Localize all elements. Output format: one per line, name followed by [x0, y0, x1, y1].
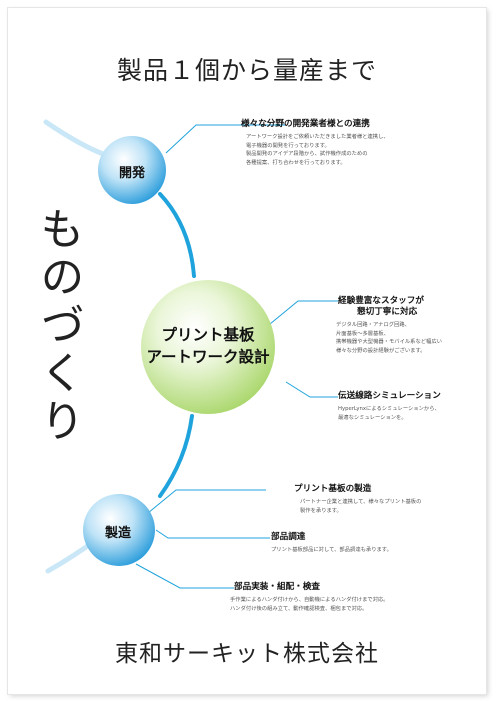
item-pcb-body: パートナー企業と連携して、様々なプリント基板の 製作を承ります。 — [300, 498, 421, 515]
item-simulation-body: HyperLynxによるシミュレーションから、 最適なシミュレーションを。 — [338, 405, 440, 422]
item-parts-line: プリント基板部品に対して、部品調達も承ります。 — [271, 547, 392, 553]
item-simulation-line: 最適なシミュレーションを。 — [338, 414, 407, 421]
item-pcb-line: 製作を承ります。 — [300, 507, 342, 514]
decorative-arc-top — [43, 119, 106, 157]
item-assembly-body: 手作業によるハンダ付けから、自動機によるハンダ付けまで対応。 ハンダ付け後の組み… — [230, 596, 389, 613]
item-staff-line: 携帯機器や大型機器・モバイル系など幅広い — [336, 339, 442, 346]
item-assembly-line: 手作業によるハンダ付けから、自動機によるハンダ付けまで対応。 — [230, 597, 389, 603]
connector-arc-upper — [158, 192, 196, 278]
item-assembly-title: 部品実装・組配・検査 — [234, 582, 320, 592]
node-artwork-design — [141, 280, 275, 414]
item-staff-line: デジタル回路・アナログ回路、 — [336, 322, 410, 328]
connector-arc-lower — [158, 414, 194, 498]
item-simulation-line: HyperLynxによるシミュレーションから、 — [338, 406, 440, 412]
company-name: 東和サーキット株式会社 — [115, 641, 379, 667]
leader-staff — [269, 300, 338, 325]
item-staff-body: デジタル回路・アナログ回路、 片面基板～多層基板、 携帯機器や大型機器・モバイル… — [336, 321, 442, 355]
item-cooperation-line: 製品開発のアイデア段階から、試作機作成のための — [246, 151, 368, 158]
brochure-page: 製品１個から量産まで ものづくり 開発 プリント基板 アートワーク設計 製造 様… — [8, 8, 486, 694]
node-development — [98, 136, 166, 204]
item-staff-line: 様々な分野の設計経験がございます。 — [336, 347, 426, 354]
leader-cooperation — [165, 124, 286, 154]
item-cooperation-line: 各種提案、打ち合わせを行っております。 — [246, 159, 346, 166]
leader-assembly — [135, 563, 234, 589]
item-staff-title-line1: 経験豊富なスタッフが — [338, 296, 424, 306]
node-artwork-line1: プリント基板 — [161, 326, 255, 344]
vertical-tagline: ものづくり — [32, 206, 84, 446]
node-artwork-label: プリント基板 アートワーク設計 — [132, 324, 284, 368]
item-cooperation-line: アートワーク設計をご依頼いただきました業者様と連携し、 — [246, 134, 389, 140]
item-parts-title: 部品調達 — [271, 532, 306, 542]
node-development-label: 開発 — [118, 166, 145, 181]
headline: 製品１個から量産まで — [116, 56, 377, 85]
decoration-layer — [43, 119, 338, 589]
node-manufacturing-label: 製造 — [104, 526, 131, 541]
item-cooperation-title: 様々な分野の開発業者様との連携 — [241, 119, 370, 129]
item-pcb-line: パートナー企業と連携して、様々なプリント基板の — [300, 499, 422, 505]
item-assembly-line: ハンダ付け後の組み立て、動作確認検査、梱包まで対応。 — [230, 605, 368, 612]
node-artwork-line2: アートワーク設計 — [146, 348, 270, 366]
leader-pcb — [147, 489, 266, 514]
item-staff-title-line2: 懇切丁寧に対応 — [357, 307, 418, 317]
item-staff-line: 片面基板～多層基板、 — [336, 330, 389, 337]
leader-parts — [155, 529, 270, 539]
item-parts-body: プリント基板部品に対して、部品調達も承ります。 — [271, 546, 392, 555]
item-cooperation-body: アートワーク設計をご依頼いただきました業者様と連携し、 電子機器の開発を行ってお… — [246, 133, 389, 167]
item-simulation-title: 伝送線路シミュレーション — [338, 391, 441, 401]
item-cooperation-line: 電子機器の開発を行っております。 — [246, 142, 330, 149]
node-manufacturing — [83, 494, 155, 566]
leader-simulation — [285, 381, 338, 398]
item-pcb-title: プリント基板の製造 — [294, 484, 372, 494]
